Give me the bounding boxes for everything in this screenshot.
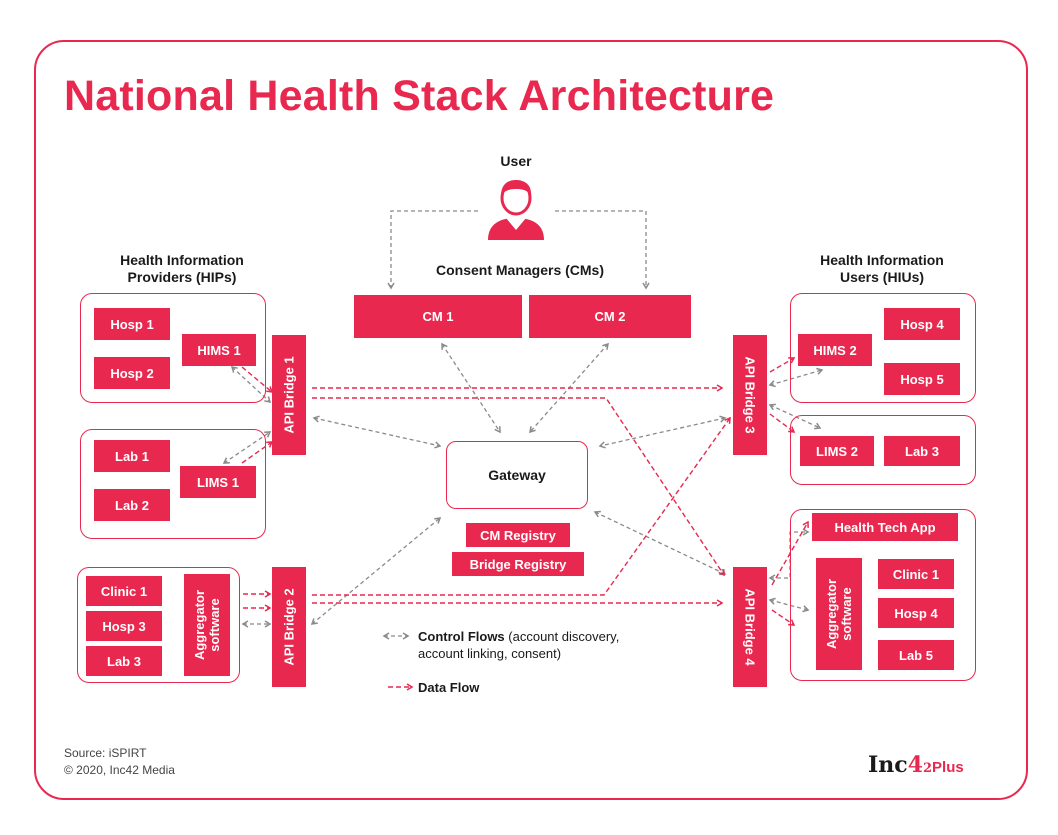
hip-label-line1: Health Information	[120, 252, 244, 268]
user-to-cm2-line	[555, 210, 650, 290]
bridge3-lims2-control	[768, 403, 822, 430]
hosp5-box: Hosp 5	[884, 363, 960, 395]
logo-inc: Inc	[868, 752, 908, 778]
source-text: Source: iSPIRT	[64, 746, 147, 760]
api-bridge-3: API Bridge 3	[733, 335, 767, 455]
lab2-box: Lab 2	[94, 489, 170, 521]
legend-data: Data Flow	[418, 679, 479, 696]
bridge2-bridge3-data	[312, 416, 731, 596]
logo-two: 2	[923, 761, 933, 776]
cm1-box: CM 1	[354, 295, 522, 338]
bridge3-gateway-line	[598, 415, 727, 449]
hosp3-box: Hosp 3	[86, 611, 162, 641]
hiu-aggregator-line1: Aggregator	[824, 578, 839, 650]
logo-four: 4	[907, 752, 923, 778]
page-title: National Health Stack Architecture	[64, 72, 775, 120]
hip-aggregator-line1: Aggregator	[192, 589, 207, 661]
hiu-aggregator-line2: software	[839, 587, 854, 641]
diagram-frame	[34, 40, 1028, 800]
hiu-app-group	[790, 509, 976, 681]
hip-aggregator-line2: software	[207, 598, 222, 652]
api-bridge-1-label: API Bridge 1	[281, 356, 297, 434]
bridge3-hims2-control	[768, 367, 824, 388]
legend-control: Control Flows (account discovery, accoun…	[418, 628, 718, 662]
hip-hospital-group	[80, 293, 266, 403]
clinic1-box: Clinic 1	[86, 576, 162, 606]
hosp1-box: Hosp 1	[94, 308, 170, 340]
gateway-label: Gateway	[488, 467, 546, 483]
bridge4-aggregator-data	[771, 609, 796, 626]
bridge2-gateway-line	[310, 517, 442, 625]
health-tech-app-box: Health Tech App	[812, 513, 958, 541]
hiu-label-line1: Health Information	[820, 252, 944, 268]
hip-label-line2: Providers (HIPs)	[127, 269, 237, 285]
bridge3-hims2-data	[769, 357, 796, 373]
lab1-box: Lab 1	[94, 440, 170, 472]
user-label: User	[500, 153, 532, 169]
api-bridge-3-label: API Bridge 3	[742, 356, 758, 434]
legend-control-bold: Control Flows	[418, 629, 505, 644]
hosp4b-box: Hosp 4	[878, 598, 954, 628]
logo-plus: Plus	[932, 759, 964, 776]
lab5-box: Lab 5	[878, 640, 954, 670]
hosp4-box: Hosp 4	[884, 308, 960, 340]
bridge-registry-box: Bridge Registry	[452, 552, 584, 576]
bridge1-bridge4-data	[312, 397, 725, 577]
api-bridge-2: API Bridge 2	[272, 567, 306, 687]
hiu-lab-group	[790, 415, 976, 485]
legend-data-label: Data Flow	[418, 680, 480, 695]
cm2-box: CM 2	[529, 295, 691, 338]
cm-label: Consent Managers (CMs)	[435, 262, 605, 278]
hims2-box: HIMS 2	[798, 334, 872, 366]
hip-aggregator-group	[77, 567, 240, 683]
user-icon	[488, 180, 544, 240]
api-bridge-1: API Bridge 1	[272, 335, 306, 455]
cm1-gateway-line	[441, 342, 501, 434]
hosp2-box: Hosp 2	[94, 357, 170, 389]
api-bridge-4-label: API Bridge 4	[742, 588, 758, 666]
footer-source: Source: iSPIRT © 2020, Inc42 Media	[64, 745, 175, 779]
cm-registry-box: CM Registry	[466, 523, 570, 547]
inc42-logo: Inc42Plus	[868, 752, 964, 778]
clinic1-hiu-box: Clinic 1	[878, 559, 954, 589]
lims1-box: LIMS 1	[180, 466, 256, 498]
hip-lab-group	[80, 429, 266, 539]
api-bridge-4: API Bridge 4	[733, 567, 767, 687]
gateway-box: Gateway	[446, 441, 588, 509]
user-to-cm1-line	[387, 210, 478, 290]
bridge4-gateway-line	[593, 510, 727, 576]
hiu-label-line2: Users (HIUs)	[839, 269, 925, 285]
legend-control-rest: (account discovery,	[504, 629, 620, 644]
hims1-box: HIMS 1	[182, 334, 256, 366]
lims1-bridge1-control	[222, 431, 272, 464]
hiu-hospital-group	[790, 293, 976, 403]
copyright-text: © 2020, Inc42 Media	[64, 763, 175, 777]
lims1-bridge1-data	[241, 441, 274, 464]
lims2-box: LIMS 2	[800, 436, 874, 466]
hims1-bridge1-data	[241, 366, 274, 393]
lab3-hip-box: Lab 3	[86, 646, 162, 676]
api-bridge-2-label: API Bridge 2	[281, 588, 297, 666]
bridge1-gateway-line	[312, 415, 442, 449]
lab3-hiu-box: Lab 3	[884, 436, 960, 466]
legend-control-line2: account linking, consent)	[418, 646, 562, 661]
